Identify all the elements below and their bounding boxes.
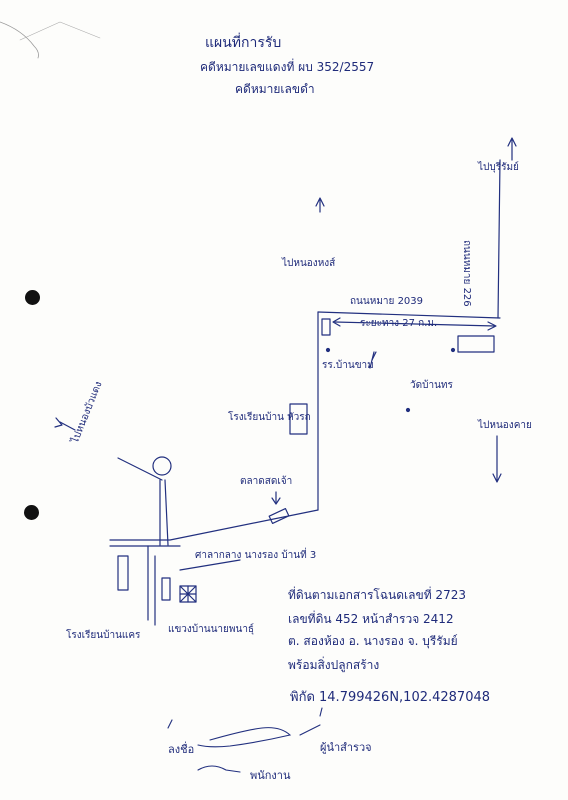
building-e bbox=[117, 555, 129, 591]
road-lower bbox=[109, 509, 319, 541]
signature-1 bbox=[197, 727, 292, 748]
property-line2: เลขที่ดิน 452 หน้าสำรวจ 2412 bbox=[288, 612, 454, 626]
signature-2 bbox=[197, 765, 241, 773]
building-f bbox=[161, 577, 171, 601]
property-line4: พร้อมสิ่งปลูกสร้าง bbox=[288, 658, 380, 672]
punch-hole-top bbox=[25, 290, 40, 305]
village-label: ศาลากลาง นางรอง บ้านที่ 3 bbox=[195, 550, 317, 561]
road-226 bbox=[497, 159, 501, 319]
signature-bottom-label: พนักงาน bbox=[250, 769, 291, 782]
signature-right-label: ผู้นำสำรวจ bbox=[320, 741, 372, 754]
school-label: รร.บ้านขาม bbox=[322, 360, 374, 371]
signature-left-label: ลงชื่อ bbox=[168, 743, 195, 756]
distance-label: ระยะทาง 27 ก.ม. bbox=[360, 318, 438, 329]
road-226-label: ถนนหมาย 226 bbox=[461, 240, 472, 307]
property-line1: ที่ดินตามเอกสารโฉนดเลขที่ 2723 bbox=[288, 588, 466, 602]
market-label: โรงเรียนบ้าน หัวรถ bbox=[228, 412, 311, 423]
arrow-top-center-label: ไปหนองหงส์ bbox=[282, 258, 336, 269]
building-b bbox=[457, 335, 495, 353]
header-line1: แผนที่การรับ bbox=[205, 35, 282, 51]
header-line3: คดีหมายเลขดำ bbox=[235, 82, 315, 96]
temple-marker bbox=[152, 456, 172, 476]
house-label: แขวงบ้านนายพนาธุ์ bbox=[168, 624, 255, 635]
sub-label: ตลาดสดเจ้า bbox=[240, 476, 293, 487]
temple-name-label: วัดบ้านทร bbox=[410, 380, 453, 391]
header-line2: คดีหมายเลขแดงที่ ผบ 352/2557 bbox=[200, 60, 375, 74]
school-left-label: โรงเรียนบ้านแคร bbox=[66, 630, 141, 641]
property-line3: ต. สองห้อง อ. นางรอง จ. บุรีรัมย์ bbox=[288, 634, 458, 648]
road-2039-label: ถนนหมาย 2039 bbox=[350, 296, 424, 307]
road-2039 bbox=[317, 311, 501, 319]
torn-corner bbox=[0, 21, 39, 59]
building-c bbox=[289, 403, 308, 435]
punch-hole-bottom bbox=[24, 505, 39, 520]
arrow-right-bottom-label: ไปหนองคาย bbox=[478, 420, 532, 431]
coordinates: พิกัด 14.799426N,102.4287048 bbox=[290, 690, 491, 705]
building-d bbox=[268, 507, 290, 525]
building-a bbox=[321, 318, 331, 336]
arrow-right-top-label: ไปบุรีรัมย์ bbox=[478, 162, 519, 173]
